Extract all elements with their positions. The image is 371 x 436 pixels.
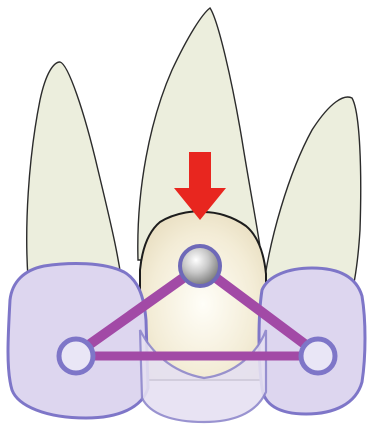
top-marker bbox=[180, 246, 220, 286]
left-marker bbox=[59, 339, 93, 373]
right-marker bbox=[301, 339, 335, 373]
